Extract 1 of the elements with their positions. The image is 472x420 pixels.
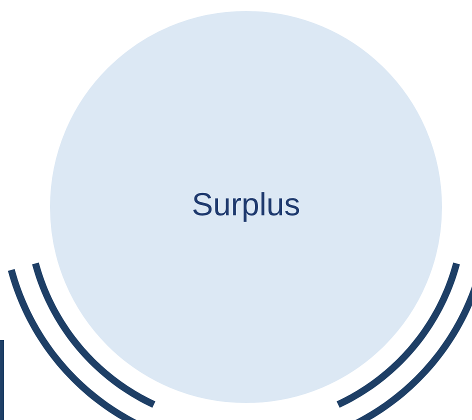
circle-node: Surplus xyxy=(48,9,444,405)
